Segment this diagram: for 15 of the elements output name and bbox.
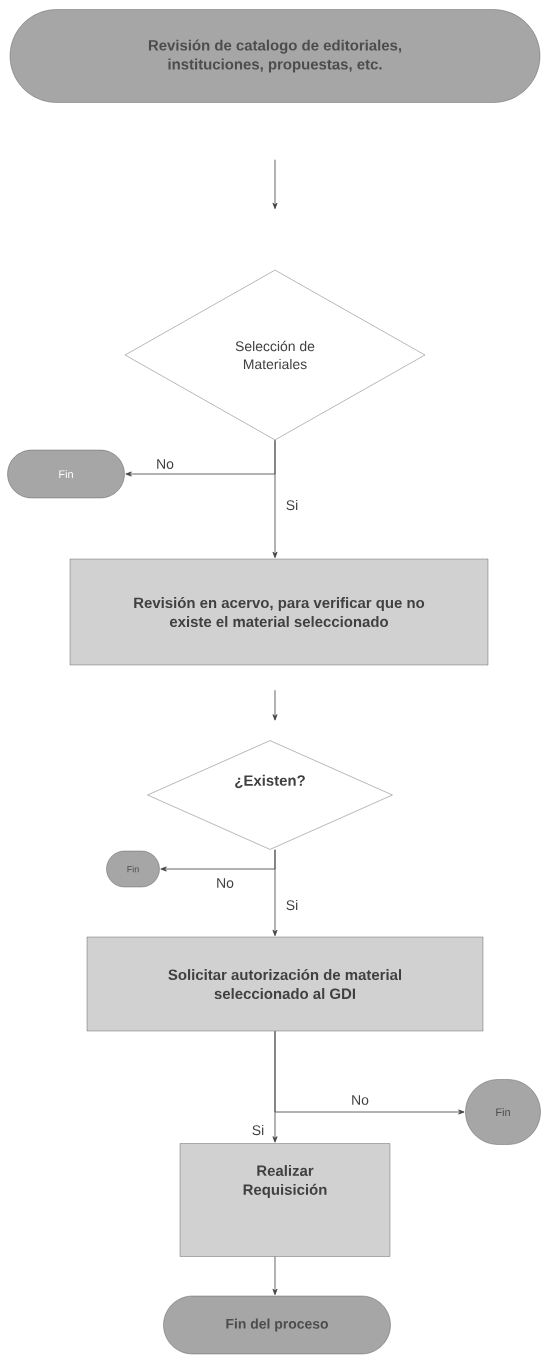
edge-label: Si — [284, 898, 300, 912]
edge-label: Si — [250, 1123, 266, 1137]
arrow — [272, 849, 278, 937]
arrow — [272, 159, 278, 210]
edge-label: No — [155, 458, 175, 470]
arrow — [272, 439, 278, 559]
arrow — [272, 1256, 278, 1296]
arrow — [272, 689, 278, 721]
process-box: Revisión en acervo, para verificar que no existe el material seleccionado — [69, 558, 489, 666]
arrow — [274, 1030, 465, 1115]
process-box: Realizar Requisición — [179, 1143, 391, 1257]
edge-label: No — [350, 1094, 370, 1106]
edge-label: Si — [284, 498, 300, 512]
edge-label: No — [215, 877, 235, 889]
process-box: Solicitar autorización de material seleccionado al GDI — [86, 936, 484, 1032]
